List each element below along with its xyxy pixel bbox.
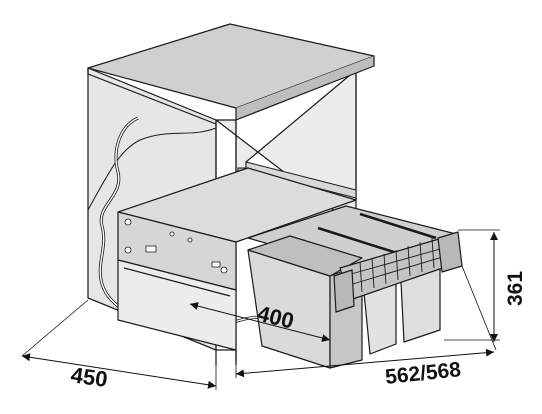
- cutaway-wave: [87, 127, 217, 211]
- bin-front-top: [247, 235, 363, 277]
- bins: [247, 205, 463, 369]
- dim-label-361: 361: [504, 271, 527, 306]
- end-clip-left: [333, 269, 355, 313]
- worktop-front-edge: [235, 56, 375, 121]
- bin-rail-2: [359, 212, 437, 240]
- dim-562-line: [235, 348, 495, 378]
- dim-label-450: 450: [69, 362, 109, 392]
- dim-label-562-568: 562/568: [384, 358, 462, 389]
- plate-holes: [124, 218, 228, 274]
- bin-rail-1: [317, 226, 401, 256]
- worktop-side-edge: [87, 68, 217, 125]
- dim-450-line: [21, 353, 217, 389]
- frame-lower-rail: [123, 267, 231, 297]
- dimension-lines: [21, 229, 500, 390]
- dim-400-line: [189, 302, 331, 342]
- pullout-frame: [117, 167, 357, 351]
- end-clip-right: [437, 231, 463, 273]
